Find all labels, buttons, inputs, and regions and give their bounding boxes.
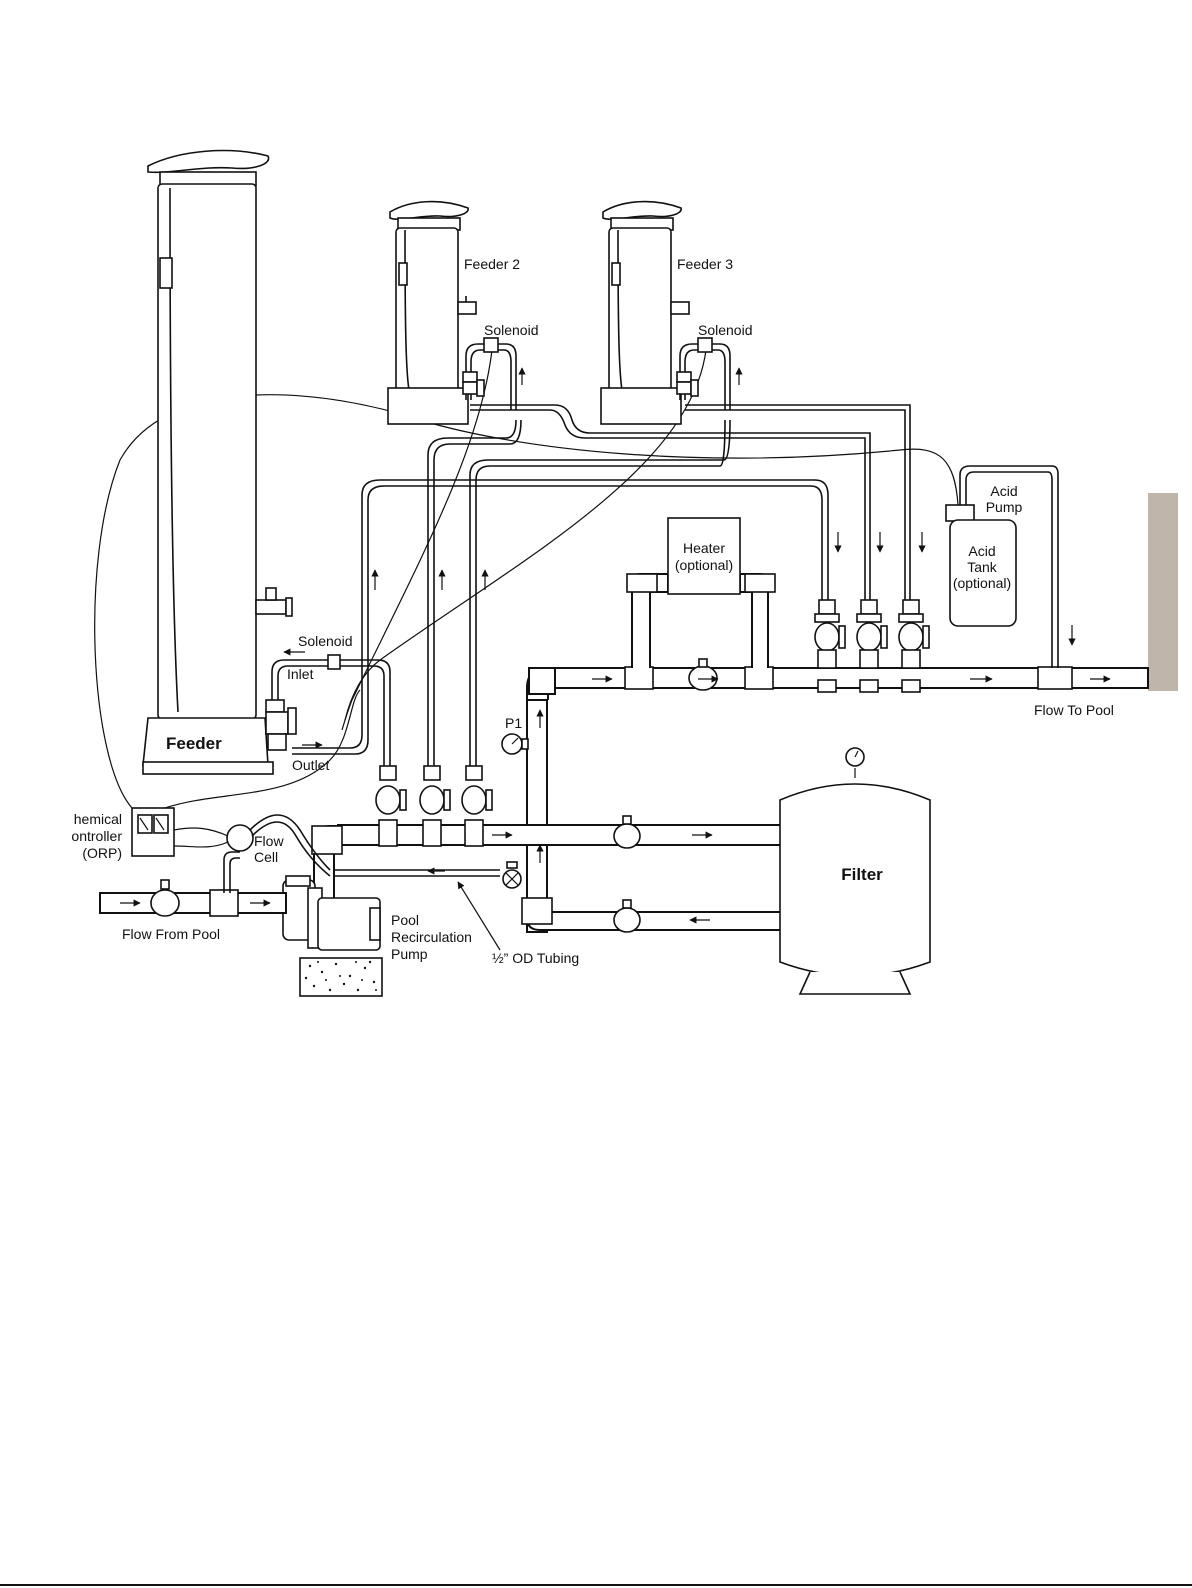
label-inlet: Inlet: [287, 666, 314, 682]
label-outlet: Outlet: [292, 757, 329, 773]
p1-gauge: [502, 734, 528, 754]
label-filter: Filter: [841, 865, 883, 884]
label-tubing: ½” OD Tubing: [492, 950, 579, 966]
label-flow-cell-1: Flow: [254, 833, 284, 849]
label-solenoid-1: Solenoid: [298, 633, 353, 649]
feeder-3-solenoid-loop: [677, 338, 730, 410]
main-feeder: [143, 151, 292, 774]
label-feeder-main: Feeder: [166, 734, 222, 753]
label-solenoid-2: Solenoid: [484, 322, 539, 338]
label-pump-1: Pool: [391, 912, 419, 928]
label-solenoid-3: Solenoid: [698, 322, 753, 338]
main-feeder-check-valve: [266, 700, 296, 750]
vertical-riser: [338, 700, 790, 932]
label-flow-cell-2: Cell: [254, 849, 278, 865]
pump-base: [300, 958, 382, 996]
solenoid-1: [328, 655, 340, 669]
label-heater-1: Heater: [683, 540, 725, 556]
filter-inlet-valve: [614, 824, 640, 848]
filter-outlet-valve: [614, 908, 640, 932]
feeder-3: [601, 202, 689, 424]
label-p1: P1: [505, 715, 522, 731]
label-feeder-2: Feeder 2: [464, 256, 520, 272]
label-controller-2: ontroller: [71, 828, 122, 844]
label-acid-pump-1: Acid: [990, 483, 1017, 499]
label-acid-tank-3: (optional): [953, 575, 1011, 591]
label-acid-pump-2: Pump: [986, 499, 1023, 515]
label-pump-2: Recirculation: [391, 929, 472, 945]
return-line: [527, 667, 1148, 700]
label-flow-from-pool: Flow From Pool: [122, 926, 220, 942]
chemical-controller: [132, 808, 174, 856]
bypass-valve: [689, 666, 717, 690]
suction-line: [100, 880, 286, 916]
feeder-2-solenoid-loop: [463, 338, 516, 410]
label-acid-tank-2: Tank: [967, 559, 998, 575]
label-flow-to-pool: Flow To Pool: [1034, 702, 1114, 718]
label-controller-3: (ORP): [82, 845, 122, 861]
label-pump-3: Pump: [391, 946, 428, 962]
label-controller-1: hemical: [74, 811, 122, 827]
heater-box: [668, 518, 740, 594]
half-inch-tubing: [330, 862, 521, 888]
label-heater-2: (optional): [675, 557, 733, 573]
label-feeder-3: Feeder 3: [677, 256, 733, 272]
supply-check-valves: [376, 766, 492, 846]
label-acid-tank-1: Acid: [968, 543, 995, 559]
pool-pump: [283, 826, 382, 996]
bottom-rule: [0, 1584, 1192, 1586]
